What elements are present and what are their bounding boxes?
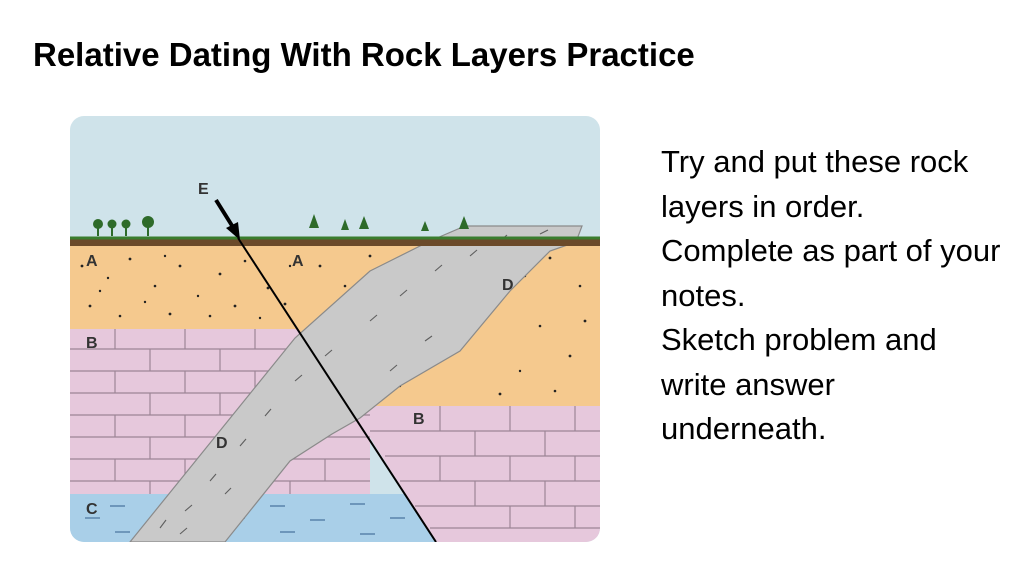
tree: [421, 221, 429, 231]
instructions: Try and put these rock layers in order. …: [661, 140, 1001, 452]
tree: [341, 219, 349, 230]
label-d-lower: D: [216, 435, 228, 452]
label-d-upper: D: [502, 277, 514, 294]
label-c: C: [86, 501, 98, 518]
instruction-2: Sketch problem and write answer undernea…: [661, 322, 937, 446]
label-a-right: A: [292, 253, 304, 270]
tree: [107, 219, 117, 229]
soil-surface: [70, 238, 600, 246]
tree: [121, 219, 131, 229]
label-b-right: B: [413, 411, 425, 428]
slide-title: Relative Dating With Rock Layers Practic…: [33, 36, 695, 73]
layer-b-right: [350, 406, 600, 542]
instruction-1: Try and put these rock layers in order. …: [661, 144, 1001, 313]
layer-a-left-speckles: [80, 254, 292, 320]
fault-arrow-head: [226, 222, 240, 240]
tree: [459, 216, 469, 229]
layer-b-right-bricks: [370, 406, 600, 529]
fault-line: [237, 237, 437, 542]
tree: [142, 216, 154, 228]
tree: [359, 216, 369, 229]
rock-layers-diagram: E A A D B B D C: [70, 116, 600, 542]
label-b-left: B: [86, 335, 98, 352]
label-a-left: A: [86, 253, 98, 270]
layer-c-left: [70, 494, 450, 542]
intrusion-d: [128, 225, 583, 542]
trees: [93, 214, 469, 236]
tree: [93, 219, 103, 229]
tree: [309, 214, 319, 228]
label-e: E: [198, 181, 209, 198]
